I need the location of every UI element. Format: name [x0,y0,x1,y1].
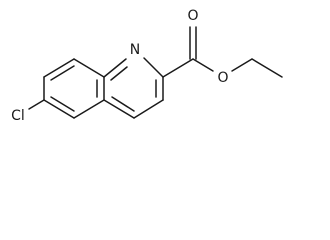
bond [192,58,214,72]
ethyl-ester-group [162,26,283,78]
benzene-ring [43,58,105,119]
nitrogen-label: N [130,42,140,58]
double-bond-inner [110,66,128,81]
pyridine-ring [103,57,164,119]
chemical-structure-diagram: N O O Cl [11,8,283,124]
bond [143,57,164,78]
double-bond-inner [111,96,135,112]
bond [251,58,283,78]
bond [73,99,105,119]
double-bond-inner [50,65,75,81]
double-bond-inner [50,96,75,112]
bond [43,99,75,119]
bond [43,58,75,78]
bond [103,58,127,78]
chlorine-bond [28,99,45,110]
carbonyl-oxygen-label: O [187,8,198,24]
chlorine-label: Cl [11,108,25,124]
bond [162,58,194,78]
ester-oxygen-label: O [217,70,228,86]
bond [133,99,164,119]
bond [231,58,253,72]
bond [103,99,135,119]
bond [73,58,105,78]
